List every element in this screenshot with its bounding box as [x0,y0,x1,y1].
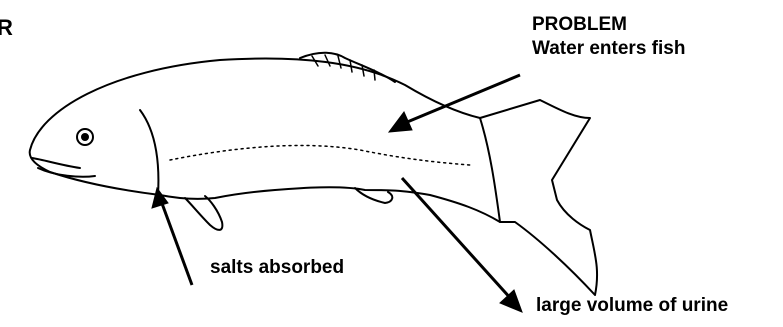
urine-label: large volume of urine [536,295,728,317]
salts-arrow-head [152,188,168,208]
fish-pectoral-fin [185,196,222,230]
water-arrow-head [389,112,412,132]
fish-tail-base [480,118,500,222]
water-arrow-line [400,75,520,125]
corner-label: R [0,17,13,39]
salts-label: salts absorbed [210,257,344,279]
fish-dorsal-fin [300,53,395,82]
fish-lateral-line [170,145,470,165]
salts-arrow-line [160,198,192,285]
fish-gill-cover [140,110,158,195]
fish-eye-pupil [82,134,88,140]
problem-text: Water enters fish [532,38,685,60]
problem-title: PROBLEM [532,14,627,36]
urine-arrow-head [500,290,522,312]
